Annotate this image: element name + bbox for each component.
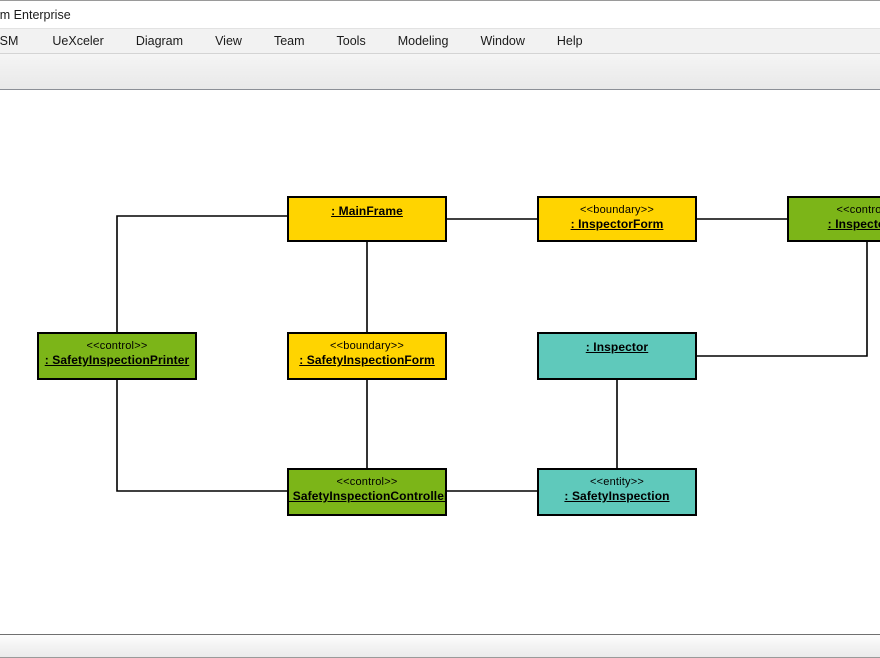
menu-item-uexceler[interactable]: UeXceler — [52, 34, 104, 48]
canvas-bottom-gap — [0, 614, 880, 634]
diagram-connections — [116, 215, 868, 492]
link-inspectorcontroller-inspector[interactable] — [697, 242, 868, 357]
menu-item-team[interactable]: Team — [273, 34, 305, 48]
menu-item-help[interactable]: Help — [556, 34, 583, 48]
node-stereotype: <<boundary>> — [580, 204, 654, 216]
diagram-node-inspectorform[interactable]: <<boundary>>: InspectorForm — [537, 196, 697, 242]
menu-bar: TSM UeXceler Diagram View Team Tools Modeling W… — [0, 28, 880, 54]
diagram-node-safetyinspectionform[interactable]: <<boundary>>: SafetyInspectionForm — [287, 332, 447, 380]
diagram-node-safetyinspectioncontroller[interactable]: <<control>>: SafetyInspectionController — [287, 468, 447, 516]
status-bar — [0, 634, 880, 658]
diagram-node-safetyinspectionprinter[interactable]: <<control>>: SafetyInspectionPrinter — [37, 332, 197, 380]
diagram-node-inspector[interactable]: : Inspector — [537, 332, 697, 380]
link-mainframe-printer[interactable] — [116, 215, 287, 332]
diagram-node-safetyinspection[interactable]: <<entity>>: SafetyInspection — [537, 468, 697, 516]
node-name: : MainFrame — [331, 204, 403, 218]
node-stereotype: <<control>> — [336, 476, 398, 488]
menu-item-window[interactable]: Window — [480, 34, 525, 48]
menu-item-tsm[interactable]: TSM — [0, 34, 19, 48]
menu-item-view[interactable]: View — [215, 34, 242, 48]
node-stereotype: <<entity>> — [590, 476, 644, 488]
node-name: : SafetyInspection — [564, 489, 670, 503]
menu-item-modeling[interactable]: Modeling — [397, 34, 449, 48]
node-stereotype: <<control>> — [836, 204, 880, 216]
title-bar: radigm Enterprise — [0, 0, 880, 28]
node-name: : InspectorCo — [827, 217, 880, 231]
toolbar[interactable] — [0, 54, 880, 90]
diagram-node-mainframe[interactable]: : MainFrame — [287, 196, 447, 242]
menu-item-diagram[interactable]: Diagram — [135, 34, 184, 48]
node-stereotype: <<boundary>> — [330, 340, 404, 352]
node-name: : Inspector — [585, 340, 649, 354]
window-title: radigm Enterprise — [0, 7, 71, 22]
link-printer-inspectioncontroller[interactable] — [116, 380, 287, 492]
node-name: : InspectorForm — [570, 217, 664, 231]
node-name: : SafetyInspectionController — [287, 489, 447, 503]
diagram-node-inspectorcontroller[interactable]: <<control>>: InspectorCo — [787, 196, 880, 242]
menu-item-tools[interactable]: Tools — [336, 34, 366, 48]
node-name: : SafetyInspectionForm — [299, 353, 435, 367]
node-name: : SafetyInspectionPrinter — [44, 353, 190, 367]
node-stereotype: <<control>> — [86, 340, 148, 352]
diagram-canvas[interactable]: : MainFrame<<boundary>>: InspectorForm<<… — [0, 90, 880, 614]
